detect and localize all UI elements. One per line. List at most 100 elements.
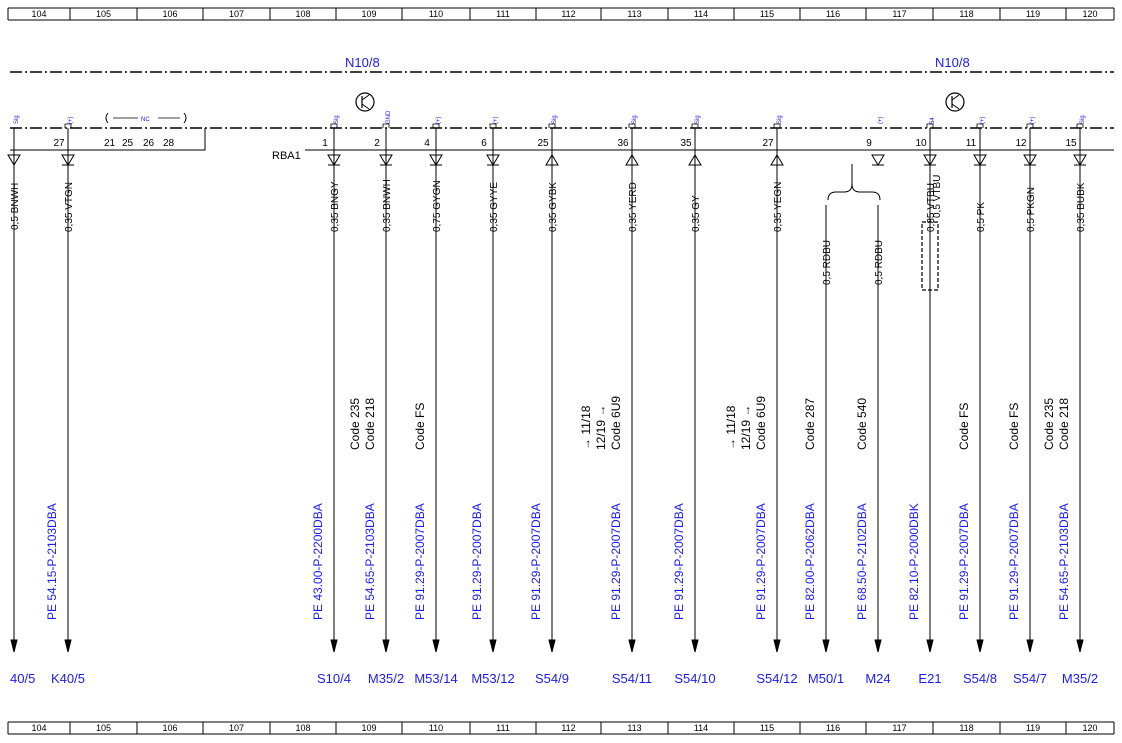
ruler-col-115: 115 [760, 723, 774, 733]
wire-14-pe-ref[interactable]: PE 91.29-P-2007DBA [957, 503, 971, 620]
ruler-col-105: 105 [96, 9, 111, 19]
wire-13-pe-ref[interactable]: PE 82.10-P-2000DBK [907, 503, 921, 620]
wire-9-pin: 35 [680, 138, 692, 149]
ruler-col-104: 104 [31, 723, 46, 733]
wire-2-sig: (+) [68, 116, 74, 124]
wire-15-color: 0,5 PKGN [1026, 187, 1037, 232]
wire-4-pin: 2 [374, 138, 380, 149]
wire-5-sig: (+) [436, 116, 442, 124]
wire-2-dest[interactable]: K40/5 [51, 671, 85, 686]
ruler-col-112: 112 [561, 723, 575, 733]
wire-12-pe-ref[interactable]: PE 68.50-P-2102DBA [855, 503, 869, 620]
ruler-col-106: 106 [162, 723, 177, 733]
wire-16-code-1: Code 235 [1042, 398, 1056, 450]
wire-10-pe-ref[interactable]: PE 91.29-P-2007DBA [754, 503, 768, 620]
wire-6-color: 0,35 GYYE [489, 182, 500, 232]
wire-12-dest[interactable]: M24 [865, 671, 890, 686]
ruler-col-116: 116 [826, 9, 840, 19]
wire-14: 11 (+) 0,5 PK PE 91.29-P-2007DBA Code FS S54/… [957, 116, 997, 686]
wire-7-pin: 25 [537, 138, 549, 149]
wire-3-dest[interactable]: S10/4 [317, 671, 351, 686]
ruler-col-117: 117 [892, 723, 906, 733]
wire-8-dest[interactable]: S54/11 [612, 671, 652, 686]
ruler-col-111: 111 [496, 9, 510, 19]
ruler-col-115: 115 [760, 9, 774, 19]
wire-4-dest[interactable]: M35/2 [368, 671, 404, 686]
wire-9-dest[interactable]: S54/10 [674, 671, 715, 686]
wire-10-pin: 27 [762, 138, 774, 149]
wire-5-pe-ref[interactable]: PE 91.29-P-2007DBA [413, 503, 427, 620]
wire-12-pin: 9 [866, 138, 872, 149]
wire-4-pe-ref[interactable]: PE 54.65-P-2103DBA [363, 503, 377, 620]
wire-4-sig: GND [386, 110, 392, 124]
wire-10-code-3: Code 6U9 [754, 396, 768, 450]
wire-13-sig: 54 [930, 117, 936, 124]
wire-14-sig: (+) [980, 116, 986, 124]
wire-16-pe-ref[interactable]: PE 54.65-P-2103DBA [1057, 503, 1071, 620]
wire-16-sig: Sig [1080, 115, 1086, 124]
wire-12-color: 0,5 RDBU [874, 240, 885, 285]
wire-8-code-3: Code 6U9 [609, 396, 623, 450]
ruler-col-120: 120 [1082, 723, 1097, 733]
wire-16-color: 0,35 BUBK [1076, 182, 1087, 232]
ruler-col-118: 118 [959, 723, 973, 733]
wire-3-pe-ref[interactable]: PE 43.00-P-2200DBA [311, 503, 325, 620]
wire-14-dest[interactable]: S54/8 [963, 671, 997, 686]
wire-14-code-1: Code FS [957, 403, 971, 450]
wire-15-sig: (+) [1030, 116, 1036, 124]
module-title-right: N10/8 [935, 55, 970, 70]
wire-2-color: 0,35 VTGN [64, 182, 75, 232]
wire-11-code-1: Code 287 [803, 398, 817, 450]
wire-8-pe-ref[interactable]: PE 91.29-P-2007DBA [609, 503, 623, 620]
wire-6-sig: (+) [493, 116, 499, 124]
wire-3-sig: Sig [334, 115, 340, 124]
wire-9-pe-ref[interactable]: PE 91.29-P-2007DBA [672, 503, 686, 620]
nc-group: NC 21 25 26 28 [104, 112, 187, 149]
wire-4-code-2: Code 218 [363, 398, 377, 450]
wire-6-pe-ref[interactable]: PE 91.29-P-2007DBA [470, 503, 484, 620]
ruler-col-112: 112 [561, 9, 575, 19]
wire-7-dest[interactable]: S54/9 [535, 671, 569, 686]
wire-5-dest[interactable]: M53/14 [414, 671, 457, 686]
wire-15-dest[interactable]: S54/7 [1013, 671, 1047, 686]
transistor-icon-right [945, 92, 965, 112]
wire-5-color: 0,75 GYGN [432, 180, 443, 232]
wire-14-pin: 11 [966, 138, 977, 149]
wire-6-dest[interactable]: M53/12 [471, 671, 514, 686]
wire-5-code-1: Code FS [413, 403, 427, 450]
wire-2-pe-ref[interactable]: PE 54.15-P-2103DBA [45, 503, 59, 620]
wire-15-pe-ref[interactable]: PE 91.29-P-2007DBA [1007, 503, 1021, 620]
nc-pin-26: 26 [143, 138, 155, 149]
ruler-col-113: 113 [627, 9, 641, 19]
wire-13-color-2: 0,5 VTBU [932, 175, 943, 218]
wire-16-dest[interactable]: M35/2 [1062, 671, 1098, 686]
ruler-col-116: 116 [826, 723, 840, 733]
wire-12-code-1: Code 540 [855, 398, 869, 450]
wire-14-color: 0,5 PK [976, 202, 987, 232]
wire-11-pe-ref[interactable]: PE 82.00-P-2062DBA [803, 503, 817, 620]
wire-10-color: 0,35 YEGN [773, 182, 784, 232]
wire-3-color: 0,35 BNGY [330, 181, 341, 232]
wire-13-dest[interactable]: E21 [918, 671, 941, 686]
ruler-col-113: 113 [627, 723, 641, 733]
wire-10-dest[interactable]: S54/12 [756, 671, 797, 686]
wire-8-pin: 36 [617, 138, 629, 149]
wire-1-color: 0,5 BNWH [10, 183, 21, 230]
ruler-col-109: 109 [361, 723, 376, 733]
wire-13-pin: 10 [915, 138, 927, 149]
wire-7-pe-ref[interactable]: PE 91.29-P-2007DBA [529, 503, 543, 620]
wire-11-dest[interactable]: M50/1 [808, 671, 844, 686]
wire-12-sig: (+) [878, 116, 884, 124]
